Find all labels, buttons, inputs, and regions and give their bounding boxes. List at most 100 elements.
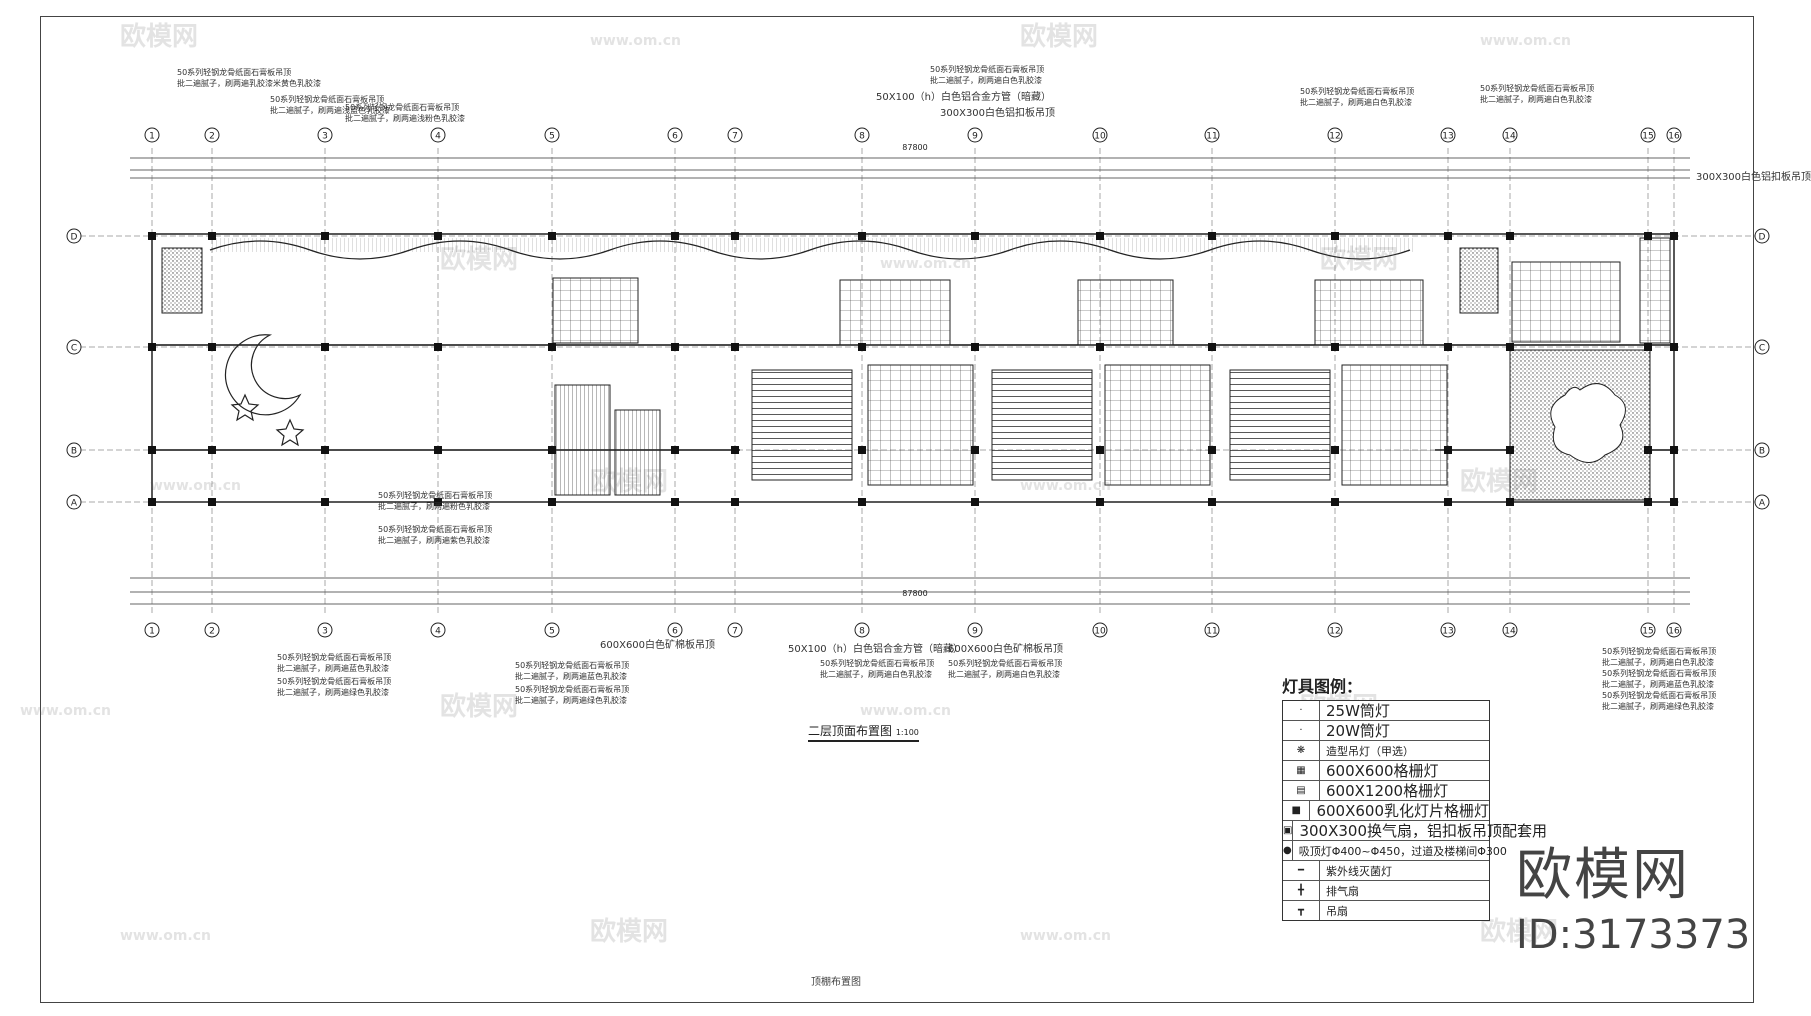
note-bot-3: 50系列轻钢龙骨纸面石膏板吊顶批二遍腻子，刷两遍蓝色乳胶漆 [515,661,630,681]
axis-label-2: 2 [209,132,215,142]
downlight-25w-icon: · [1283,701,1320,720]
column [1506,446,1514,454]
column [671,232,679,240]
note-bot-9: 50系列轻钢龙骨纸面石膏板吊顶批二遍腻子，刷两遍白色乳胶漆 [948,659,1063,679]
axis-bubble-12-top [1327,127,1343,143]
column [971,498,979,506]
watermark-mark: 欧模网 [120,21,198,52]
column [1331,498,1339,506]
axis-bubble-8-top [854,127,870,143]
axis-bubble-C-right [1754,339,1770,355]
axis-label-14: 14 [1504,627,1516,637]
axis-bubble-B-left [66,442,82,458]
column [1670,498,1678,506]
sheet-frame [40,16,1754,1003]
panel-lamp-icon: ■ [1283,801,1311,820]
lighting-legend: ·25W筒灯·20W筒灯❋造型吊灯（甲选）▦600X600格栅灯▤600X120… [1282,700,1547,921]
axis-label-6: 6 [672,627,678,637]
note-bot-6: 50X100（h）白色铝合金方管（暗藏） [788,644,963,655]
column [671,343,679,351]
axis-label-D: D [71,233,78,243]
grille-lamp-600-icon: ▦ [1283,761,1320,780]
note-mid-left-1: 50系列轻钢龙骨纸面石膏板吊顶批二遍腻子，刷两遍粉色乳胶漆 [378,491,493,511]
axis-label-7: 7 [732,132,738,142]
column [434,232,442,240]
column [1208,498,1216,506]
column [548,343,556,351]
legend-row: ·20W筒灯 [1283,721,1489,741]
axis-bubble-3-bottom [317,622,333,638]
axis-label-8: 8 [859,627,865,637]
axis-label-D: D [1759,233,1766,243]
column [1444,232,1452,240]
bottom-dimension-chain [130,577,1690,605]
brand-watermark: 欧模网 [1516,843,1690,908]
brand-id: ID:3173373 [1516,912,1751,958]
note-top-mid-2: 50X100（h）白色铝合金方管（暗藏） [876,92,1051,103]
total-dimension-top: 87800 [902,143,927,152]
legend-row: ┳ 吊扇 [1283,901,1489,920]
column [858,498,866,506]
axis-bubble-16-top [1666,127,1682,143]
downlight-20w-icon: · [1283,721,1320,740]
column [971,232,979,240]
column [148,498,156,506]
total-dimension-bottom: 87800 [902,589,927,598]
column [1208,446,1216,454]
column [731,498,739,506]
watermark-mark: 欧模网 [1460,466,1538,497]
axis-bubble-9-top [967,127,983,143]
note-mid-left-2: 50系列轻钢龙骨纸面石膏板吊顶批二遍腻子，刷两遍紫色乳胶漆 [378,525,493,545]
watermark-mark: www.om.cn [860,703,951,719]
watermark-mark: www.om.cn [1020,478,1111,494]
legend-label: 吊扇 [1326,904,1348,918]
column [971,343,979,351]
axis-bubble-3-top [317,127,333,143]
column [1644,232,1652,240]
axis-label-13: 13 [1442,627,1453,637]
sheet-label: 顶棚布置图 [811,977,861,988]
axis-label-B: B [1759,447,1765,457]
column [321,232,329,240]
axis-bubble-1-bottom [144,622,160,638]
column [208,343,216,351]
axis-label-A: A [1759,499,1766,509]
watermark-mark: 欧模网 [1020,21,1098,52]
column [1331,232,1339,240]
legend-row: ■600X600乳化灯片格栅灯 [1283,801,1489,821]
note-bot-2: 50系列轻钢龙骨纸面石膏板吊顶批二遍腻子，刷两遍绿色乳胶漆 [277,677,392,697]
note-top-mid-1: 50系列轻钢龙骨纸面石膏板吊顶批二遍腻子，刷两遍白色乳胶漆 [930,65,1045,85]
column [1644,446,1652,454]
axis-bubble-D-left [66,228,82,244]
axis-bubble-15-top [1640,127,1656,143]
column [971,446,979,454]
corridor-hatch [210,238,1415,252]
axis-bubble-B-right [1754,442,1770,458]
moon-star-ceiling [224,334,305,447]
axis-bubble-12-bottom [1327,622,1343,638]
axis-label-B: B [71,447,77,457]
column [1506,498,1514,506]
legend-row: ❋造型吊灯（甲选） [1283,741,1489,761]
legend-row: ▦600X600格栅灯 [1283,761,1489,781]
axis-bubble-10-bottom [1092,622,1108,638]
watermark-mark: www.om.cn [880,256,971,272]
stone-ceiling-left [161,247,203,314]
uv-lamp-icon: ━ [1283,861,1320,880]
note-top-far-right: 50系列轻钢龙骨纸面石膏板吊顶批二遍腻子，刷两遍白色乳胶漆 [1480,84,1595,104]
axis-label-7: 7 [732,627,738,637]
watermark-mark: www.om.cn [590,33,681,49]
column [148,343,156,351]
fan-icon: ╋ [1283,881,1320,900]
column [208,498,216,506]
note-top-left-3: 50系列轻钢龙骨纸面石膏板吊顶批二遍腻子，刷两遍浅粉色乳胶漆 [345,103,465,123]
column [671,498,679,506]
hanging-fan-icon: ┳ [1283,901,1320,920]
legend-row: ╋排气扇 [1283,881,1489,901]
axis-bubbles: 1122334455667788991010111112121313141415… [66,127,1770,638]
axis-bubble-2-bottom [204,622,220,638]
axis-label-A: A [71,499,78,509]
axis-bubble-9-bottom [967,622,983,638]
